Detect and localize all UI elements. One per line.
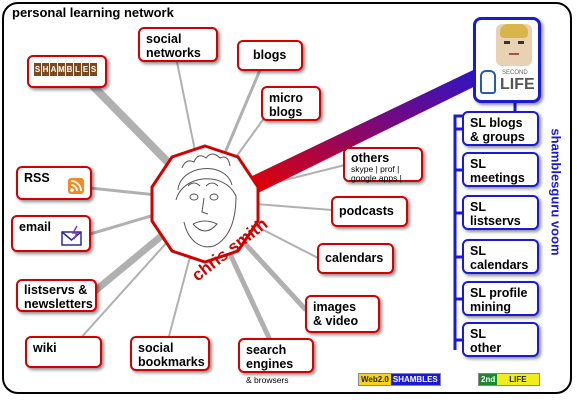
portrait-sketch — [175, 153, 237, 248]
sl-label: other — [470, 341, 502, 355]
sl-label: SL — [470, 157, 486, 171]
node-podcasts[interactable]: podcasts — [331, 196, 408, 227]
node-calendars[interactable]: calendars — [317, 243, 394, 274]
diagram-title: personal learning network — [12, 5, 174, 20]
node-label: calendars — [325, 251, 384, 265]
sl-column-title: shamblesguru voom — [548, 128, 564, 256]
hub-circle — [150, 144, 260, 264]
node-label: images — [313, 300, 357, 314]
logo-tile: E — [82, 63, 89, 76]
sl-blogs-groups[interactable]: SL blogs & groups — [462, 111, 539, 146]
node-label: newsletters — [24, 297, 93, 311]
node-label: bookmarks — [138, 355, 205, 369]
sl-label: SL — [470, 244, 486, 258]
node-label: social — [146, 32, 182, 46]
logo-tile: L — [74, 63, 81, 76]
diagram-frame — [2, 2, 572, 394]
node-label: RSS — [24, 171, 50, 185]
sl-label: SL blogs — [470, 116, 523, 130]
second-life-logo: LIFE — [500, 76, 535, 93]
connector-second-life — [248, 60, 504, 193]
node-label: blogs — [269, 105, 303, 119]
web20-shambles-badge[interactable]: Web2.0 SHAMBLES — [358, 373, 441, 386]
sl-label: listservs — [470, 214, 521, 228]
badge-part: LIFE — [497, 374, 539, 385]
node-label: wiki — [33, 341, 57, 355]
node-social-networks[interactable]: social networks — [138, 27, 218, 62]
sl-label: meetings — [470, 171, 525, 185]
logo-tile: M — [58, 63, 65, 76]
node-label: search — [246, 343, 287, 357]
node-label: email — [19, 220, 51, 234]
sl-label: SL — [470, 327, 486, 341]
node-caption: & browsers — [246, 375, 289, 385]
sl-label: SL — [470, 200, 486, 214]
rss-icon — [68, 178, 84, 194]
hand-icon — [480, 70, 496, 94]
logo-tile: S — [34, 63, 41, 76]
node-label: networks — [146, 46, 201, 60]
second-life-logo-small: SECOND — [502, 70, 528, 76]
second-life-badge[interactable]: 2nd LIFE — [478, 373, 540, 386]
badge-part: SHAMBLES — [390, 374, 440, 385]
node-listservs[interactable]: listservs & newsletters — [16, 279, 97, 312]
logo-tile: B — [66, 63, 73, 76]
sl-meetings[interactable]: SL meetings — [462, 152, 539, 187]
node-wiki[interactable]: wiki — [25, 336, 102, 368]
node-email[interactable]: email — [11, 215, 91, 252]
node-label: podcasts — [339, 204, 394, 218]
sl-label: SL profile — [470, 286, 528, 300]
sl-label: mining — [470, 300, 511, 314]
node-search-engines[interactable]: search engines — [238, 338, 314, 373]
second-life-box[interactable]: SECOND LIFE — [473, 17, 541, 103]
node-label: listservs & — [24, 283, 88, 297]
sl-other[interactable]: SL other — [462, 322, 539, 357]
node-rss[interactable]: RSS — [16, 166, 92, 200]
badge-part: Web2.0 — [359, 374, 391, 385]
node-social-bookmarks[interactable]: social bookmarks — [130, 336, 210, 371]
logo-tile: S — [90, 63, 97, 76]
avatar — [496, 24, 532, 66]
node-others[interactable]: others skype | prof | google apps | — [343, 147, 423, 183]
node-label: blogs — [253, 48, 287, 62]
sl-label: & groups — [470, 130, 525, 144]
sl-calendars[interactable]: SL calendars — [462, 239, 539, 274]
node-blogs[interactable]: blogs — [237, 40, 303, 71]
node-label: social — [138, 341, 174, 355]
node-sublabel: google apps | — [351, 173, 402, 183]
email-icon — [61, 225, 82, 246]
node-label: engines — [246, 357, 294, 371]
sl-listservs[interactable]: SL listservs — [462, 195, 539, 230]
node-label: others — [351, 151, 390, 165]
node-sublabel: skype | prof | — [351, 164, 400, 174]
node-label: micro — [269, 91, 304, 105]
sl-label: calendars — [470, 258, 529, 272]
logo-tile: H — [42, 63, 49, 76]
logo-tile: A — [50, 63, 57, 76]
node-micro-blogs[interactable]: micro blogs — [261, 86, 321, 121]
node-images-video[interactable]: images & video — [305, 295, 380, 333]
node-label: & video — [313, 314, 359, 328]
sl-profile-mining[interactable]: SL profile mining — [462, 281, 539, 316]
badge-part: 2nd — [479, 374, 498, 385]
